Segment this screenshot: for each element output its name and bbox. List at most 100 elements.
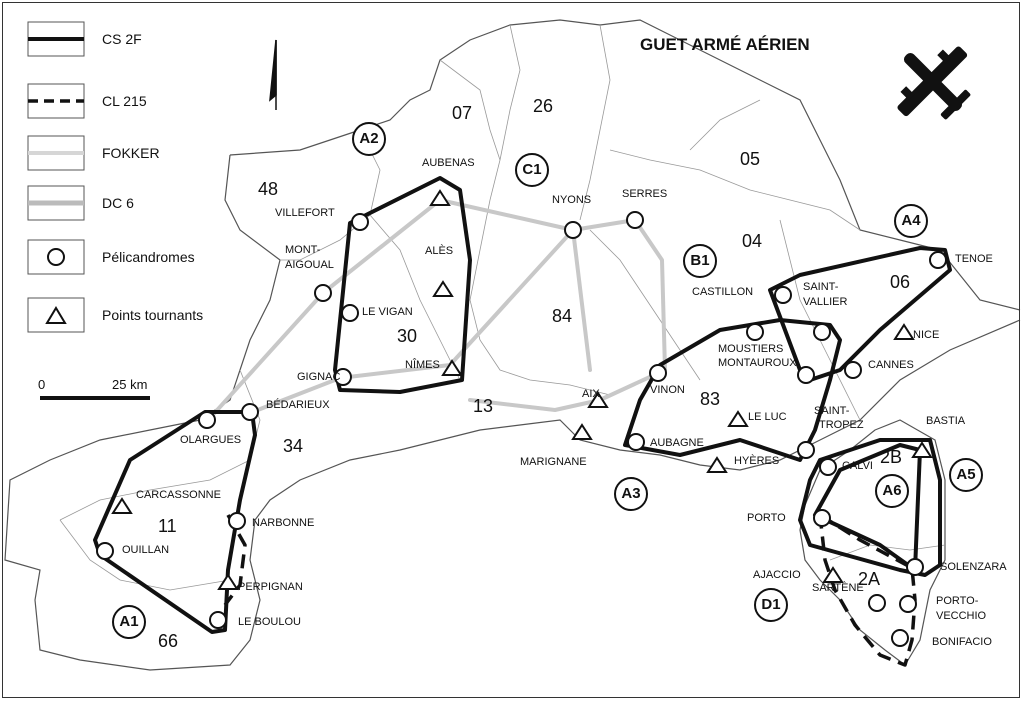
pelicandrome-ouillan [96, 542, 114, 560]
place-19: VALLIER [803, 296, 848, 308]
place-16: SERRES [622, 188, 668, 200]
turnpoint-ajaccio [822, 566, 844, 583]
pelicandrome-le-vigan [341, 304, 359, 322]
place-4: ALÈS [425, 245, 454, 257]
pelicandrome-castillon [774, 286, 792, 304]
place-6: NÎMES [405, 359, 440, 371]
turnpoint-nimes [441, 359, 463, 376]
departement-13: 13 [473, 396, 494, 416]
place-0: AUBENAS [422, 157, 475, 169]
turnpoint-bastia [911, 441, 933, 458]
place-32: TROPEZ [819, 419, 864, 431]
place-36: SOLENZARA [940, 561, 1007, 573]
place-38: SARTÈNE [812, 582, 864, 594]
pelicandrome-aubagne [627, 433, 645, 451]
place-20: TENOE [955, 253, 993, 265]
pelicandrome-nyons [564, 221, 582, 239]
route-label-a6: A6 [882, 482, 902, 499]
place-1: VILLEFORT [275, 207, 335, 219]
place-9: OLARGUES [180, 434, 242, 446]
legend-label-4: Pélicandromes [102, 249, 195, 265]
place-24: MONTAUROUX [718, 357, 797, 369]
turnpoint-le-luc [727, 410, 749, 427]
pelicandromes [96, 211, 947, 647]
pelicandrome-calvi [819, 458, 837, 476]
route-label-a3: A3 [621, 485, 641, 502]
departement-34: 34 [283, 436, 304, 456]
departement-06: 06 [890, 272, 911, 292]
route-a4-path [768, 246, 952, 382]
place-41: BONIFACIO [932, 636, 992, 648]
place-40: VECCHIO [936, 610, 987, 622]
place-3: AIGOUAL [285, 259, 334, 271]
legend-label-5: Points tournants [102, 307, 204, 323]
pelicandrome-moustiers [746, 323, 764, 341]
place-2: MONT- [285, 244, 321, 256]
place-27: MARIGNANE [520, 456, 587, 468]
legend-label-3: DC 6 [102, 195, 134, 211]
pelicandrome-serres [626, 211, 644, 229]
place-34: CALVI [842, 460, 873, 472]
route-label-b1: B1 [690, 252, 710, 269]
place-13: PERPIGNAN [238, 581, 303, 593]
place-37: AJACCIO [753, 569, 801, 581]
departement-2A: 2A [858, 569, 881, 589]
pelicandrome-gignac [334, 368, 352, 386]
place-30: HYÈRES [734, 455, 780, 467]
pelicandrome-saint-vallier [813, 323, 831, 341]
departement-07: 07 [452, 103, 473, 123]
airplane-icon [897, 46, 971, 120]
departement-04: 04 [742, 231, 763, 251]
pelicandrome-mont-aigoual [314, 284, 332, 302]
turnpoint-aix [587, 391, 609, 408]
pelicandrome-narbonne [228, 512, 246, 530]
departement-26: 26 [533, 96, 554, 116]
route-label-d1: D1 [761, 596, 781, 613]
departement-66: 66 [158, 631, 179, 651]
legend-label-1: CL 215 [102, 93, 147, 109]
departement-2B: 2B [880, 447, 903, 467]
place-5: LE VIGAN [362, 306, 413, 318]
place-12: OUILLAN [122, 544, 170, 556]
turnpoint-nice [893, 323, 915, 340]
place-29: LE LUC [748, 411, 787, 423]
legend [27, 21, 85, 333]
departement-05: 05 [740, 149, 761, 169]
route-label-a2: A2 [359, 130, 379, 147]
pelicandrome-cannes [844, 361, 862, 379]
route-label-a1: A1 [119, 613, 139, 630]
turnpoint-carcassonne [111, 497, 133, 514]
pelicandrome-villefort [351, 213, 369, 231]
place-26: AIX [582, 388, 600, 400]
place-22: CANNES [868, 359, 914, 371]
place-28: AUBAGNE [650, 437, 704, 449]
pelicandrome-saint-tropez [797, 441, 815, 459]
turnpoint-marignane [571, 423, 593, 440]
turnpoint-hyeres [706, 456, 728, 473]
place-14: LE BOULOU [238, 616, 301, 628]
pelicandrome-vinon [649, 364, 667, 382]
map-title: GUET ARMÉ AÉRIEN [640, 35, 810, 54]
place-15: NYONS [552, 194, 592, 206]
departement-48: 48 [258, 179, 279, 199]
turnpoint-perpignan [217, 573, 239, 590]
departement-84: 84 [552, 306, 573, 326]
route-label-c1: C1 [522, 161, 542, 178]
pelicandrome-montauroux [797, 366, 815, 384]
pelicandrome-porto-vecchio [899, 595, 917, 613]
place-25: VINON [650, 384, 685, 396]
departement-11: 11 [158, 516, 177, 536]
route-a5-path [798, 438, 942, 577]
legend-label-0: CS 2F [102, 31, 142, 47]
pelicandrome-solenzara [906, 558, 924, 576]
legend-label-2: FOKKER [102, 145, 160, 161]
scale-label: 25 km [112, 377, 148, 392]
turnpoint-ales [432, 280, 454, 297]
pelicandrome-tenoe [929, 251, 947, 269]
place-10: CARCASSONNE [136, 489, 221, 501]
place-18: SAINT- [803, 281, 839, 293]
points-tournants [111, 189, 933, 590]
departement-30: 30 [397, 326, 418, 346]
route-label-a4: A4 [901, 212, 921, 229]
